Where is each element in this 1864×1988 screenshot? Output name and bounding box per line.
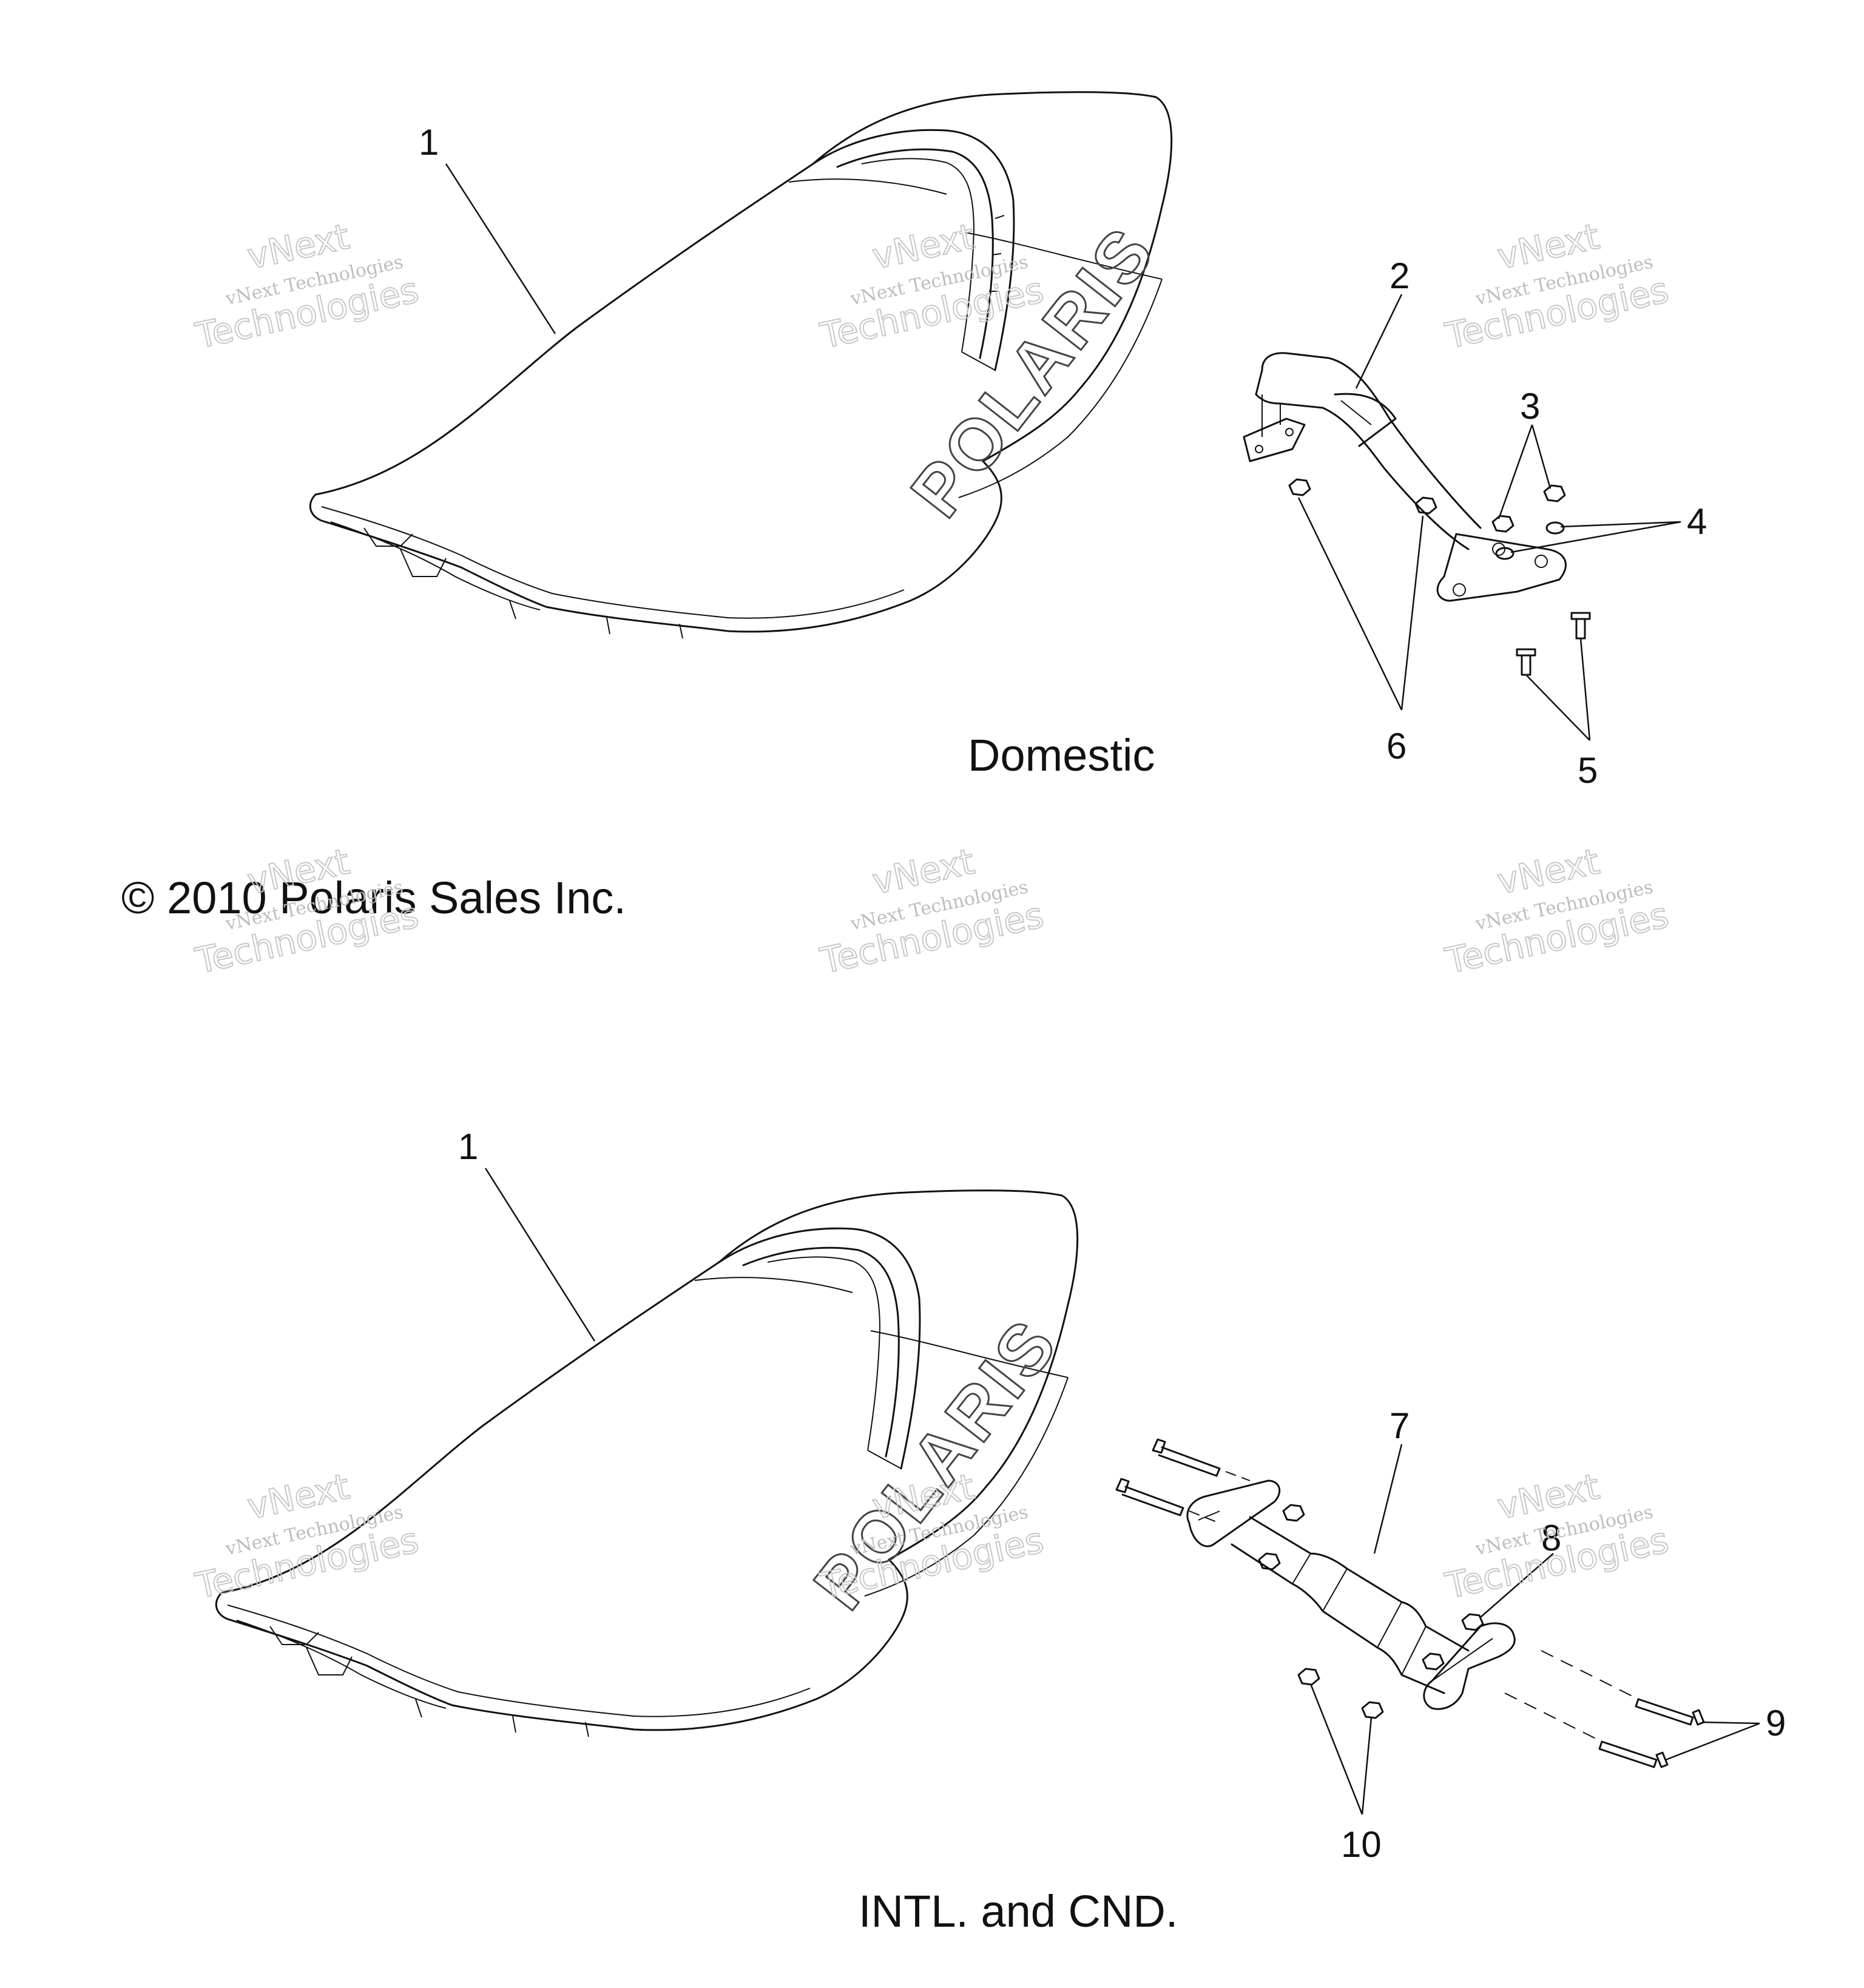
watermark-3: vNext vNext Technologies Technologies	[1441, 215, 1673, 357]
nuts-domestic-right	[1491, 484, 1566, 533]
callout-10: 10	[1341, 1824, 1382, 1865]
caption-domestic: Domestic	[968, 730, 1155, 780]
callout-9: 9	[1766, 1703, 1786, 1743]
callout-4: 4	[1687, 501, 1707, 542]
callout-1-bottom: 1	[458, 1126, 478, 1167]
callout-5: 5	[1578, 750, 1598, 791]
bolts-intl	[1504, 1650, 1705, 1768]
seat-intl	[215, 1189, 1079, 1737]
watermark-group: vNext vNext Technologies Technologies vN…	[191, 215, 1673, 1607]
callout-3: 3	[1520, 386, 1540, 427]
callout-8: 8	[1541, 1518, 1561, 1558]
washers-domestic	[1495, 521, 1565, 560]
callout-1-top: 1	[419, 122, 439, 163]
watermark-5: vNext vNext Technologies Technologies	[816, 840, 1048, 982]
rail-domestic	[1243, 352, 1567, 602]
watermark-7: vNext vNext Technologies Technologies	[191, 1465, 423, 1607]
callout-2: 2	[1390, 255, 1410, 296]
caption-intl: INTL. and CND.	[859, 1886, 1178, 1936]
copyright-text: © 2010 Polaris Sales Inc.	[121, 873, 626, 923]
callout-7: 7	[1390, 1405, 1410, 1446]
callout-6: 6	[1386, 726, 1406, 766]
seat-domestic	[309, 91, 1173, 639]
watermark-2: vNext vNext Technologies Technologies	[816, 215, 1048, 357]
watermark-1: vNext vNext Technologies Technologies	[191, 215, 423, 357]
bracket-intl	[1186, 1479, 1516, 1710]
nuts-intl	[1297, 1668, 1384, 1719]
nuts-bracket	[1258, 1504, 1484, 1671]
watermark-9: vNext vNext Technologies Technologies	[1441, 1465, 1673, 1607]
watermark-6: vNext vNext Technologies Technologies	[1441, 840, 1673, 982]
bolts-intl-left	[1115, 1438, 1251, 1524]
bolts-domestic	[1516, 612, 1591, 676]
leader-lines	[445, 163, 1760, 1815]
nuts-domestic-left	[1288, 478, 1437, 515]
